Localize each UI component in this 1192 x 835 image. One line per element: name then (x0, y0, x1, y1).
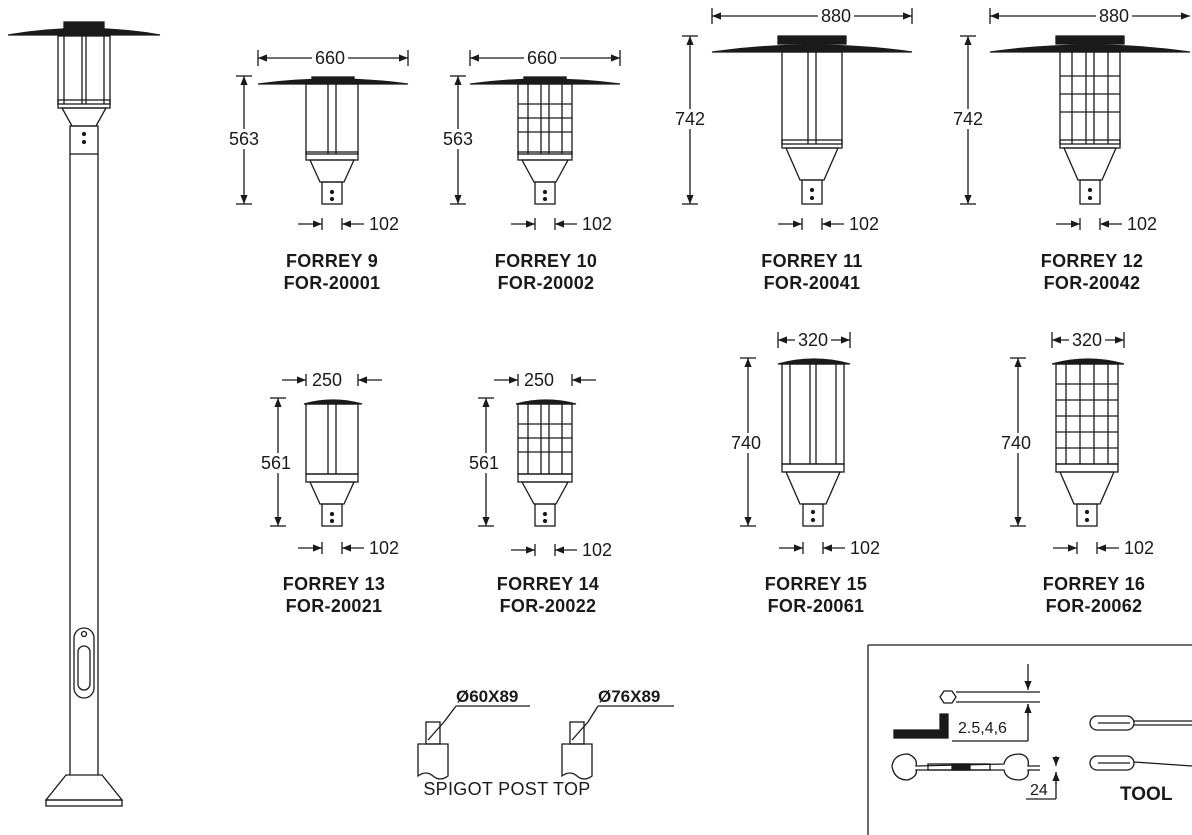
fixture-code: FOR-20061 (767, 596, 865, 616)
fixture-label-forrey-12: FORREY 12 FOR-20042 (1020, 250, 1164, 294)
spigot-size-b: Ø76X89 (598, 687, 661, 706)
fixture-name: FORREY 16 (1042, 574, 1146, 594)
fixture-code: FOR-20022 (499, 596, 597, 616)
fixture-code: FOR-20041 (763, 273, 861, 293)
dim-height-563-f10: 563 (440, 129, 477, 149)
hex-key-sizes: 2.5,4,6 (958, 720, 1007, 737)
tool-title: TOOL (1120, 784, 1173, 805)
dim-spigot-102-f11: 102 (846, 214, 883, 234)
fixture-name: FORREY 14 (496, 574, 600, 594)
dim-spigot-102-f10: 102 (579, 214, 616, 234)
fixture-name: FORREY 12 (1040, 251, 1144, 271)
fixture-label-forrey-10: FORREY 10 FOR-20002 (474, 250, 618, 294)
dim-width-660-f9: 660 (312, 48, 349, 68)
dim-spigot-102-f13: 102 (366, 538, 403, 558)
forrey-11-drawing (711, 35, 913, 205)
dim-spigot-102-f16: 102 (1121, 538, 1158, 558)
dim-width-660-f10: 660 (524, 48, 561, 68)
spigot-size-a: Ø60X89 (456, 687, 519, 706)
fixture-code: FOR-20021 (285, 596, 383, 616)
forrey-14-drawing (515, 399, 577, 527)
fixture-name: FORREY 10 (494, 251, 598, 271)
dim-height-563-f9: 563 (226, 129, 263, 149)
fixture-label-forrey-13: FORREY 13 FOR-20021 (262, 573, 406, 617)
fixture-code: FOR-20062 (1045, 596, 1143, 616)
fixture-label-forrey-9: FORREY 9 FOR-20001 (262, 250, 402, 294)
dim-spigot-102-f12: 102 (1124, 214, 1161, 234)
fixture-label-forrey-11: FORREY 11 FOR-20041 (740, 250, 884, 294)
dim-width-250-f13: 250 (309, 370, 346, 390)
fixture-name: FORREY 11 (761, 251, 863, 271)
spigot-title: SPIGOT POST TOP (423, 779, 591, 799)
dim-width-320-f16: 320 (1069, 330, 1106, 350)
full-pole-drawing (7, 21, 161, 807)
fixture-name: FORREY 9 (285, 251, 379, 271)
dim-width-250-f14: 250 (521, 370, 558, 390)
dim-height-742-f11: 742 (672, 109, 709, 129)
fixture-label-forrey-16: FORREY 16 FOR-20062 (1022, 573, 1166, 617)
dim-height-561-f13: 561 (258, 453, 295, 473)
dim-width-320-f15: 320 (795, 330, 832, 350)
forrey-12-drawing (989, 35, 1191, 205)
forrey-10-drawing (469, 76, 621, 205)
fixture-code: FOR-20042 (1043, 273, 1141, 293)
dim-height-742-f12: 742 (950, 109, 987, 129)
fixture-code: FOR-20001 (283, 273, 381, 293)
fixture-code: FOR-20002 (497, 273, 595, 293)
wrench-size: 24 (1030, 782, 1048, 799)
forrey-13-drawing (303, 399, 363, 527)
dim-height-740-f16: 740 (998, 433, 1035, 453)
dim-spigot-102-f9: 102 (366, 214, 403, 234)
forrey-15-drawing (777, 358, 851, 527)
tool-box (867, 644, 1192, 835)
fixture-name: FORREY 15 (764, 574, 868, 594)
dim-height-561-f14: 561 (466, 453, 503, 473)
fixture-name: FORREY 13 (282, 574, 386, 594)
dim-spigot-102-f14: 102 (579, 540, 616, 560)
spigot-drawings (417, 705, 674, 780)
fixture-label-forrey-15: FORREY 15 FOR-20061 (744, 573, 888, 617)
fixture-label-forrey-14: FORREY 14 FOR-20022 (476, 573, 620, 617)
dim-spigot-102-f15: 102 (847, 538, 884, 558)
dim-width-880-f11: 880 (818, 6, 855, 26)
forrey-16-drawing (1051, 358, 1125, 527)
dim-width-880-f12: 880 (1096, 6, 1133, 26)
dim-height-740-f15: 740 (728, 433, 765, 453)
forrey-9-drawing (257, 76, 409, 205)
